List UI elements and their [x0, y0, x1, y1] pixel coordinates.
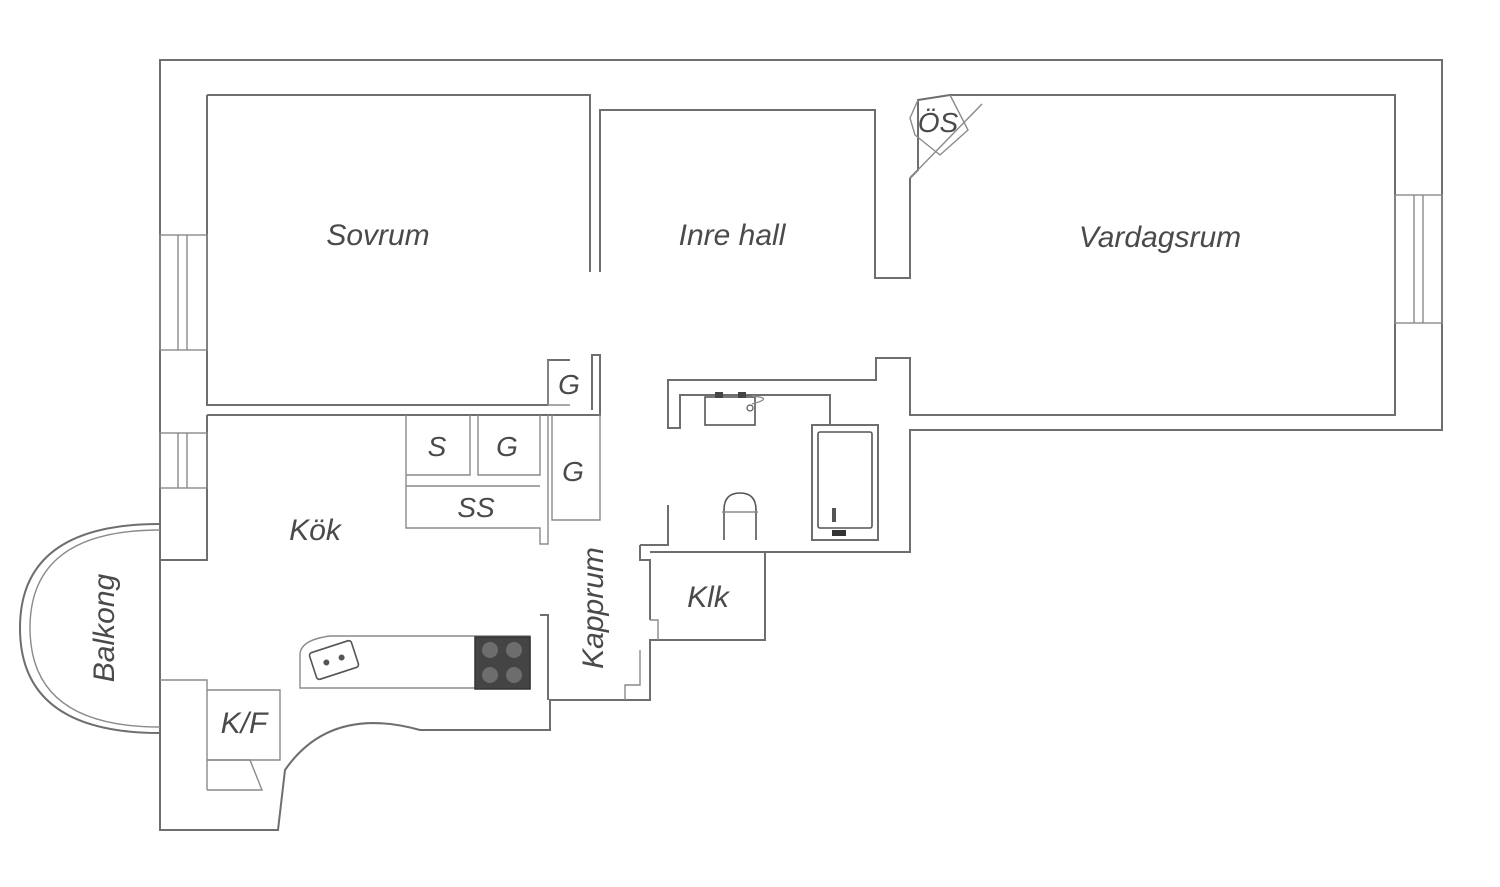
label-ss: SS [457, 492, 495, 523]
room-labels: Sovrum Inre hall Vardagsrum Kök Balkong … [88, 107, 1241, 740]
label-vardagsrum: Vardagsrum [1079, 221, 1241, 254]
label-kok: Kök [289, 514, 343, 547]
outer-walls [159, 59, 1443, 831]
label-klk: Klk [687, 581, 731, 614]
kitchen-sink-icon [308, 639, 360, 681]
bathtub-icon [817, 431, 873, 536]
label-inre-hall: Inre hall [679, 219, 787, 252]
washbasin-icon [704, 392, 765, 426]
label-g-1: G [558, 369, 580, 400]
interior-walls [160, 94, 1396, 791]
label-g-2: G [496, 431, 518, 462]
label-s: S [428, 431, 447, 462]
label-g-3: G [562, 456, 584, 487]
label-kf: K/F [221, 707, 269, 740]
label-os: ÖS [918, 107, 959, 138]
toilet-icon [722, 492, 758, 540]
balcony [18, 523, 161, 734]
windows [159, 194, 1443, 489]
fixtures [308, 392, 873, 690]
label-balkong: Balkong [88, 573, 121, 682]
label-kapprum: Kapprum [577, 547, 610, 669]
stove-icon [474, 636, 531, 690]
label-sovrum: Sovrum [326, 219, 429, 252]
